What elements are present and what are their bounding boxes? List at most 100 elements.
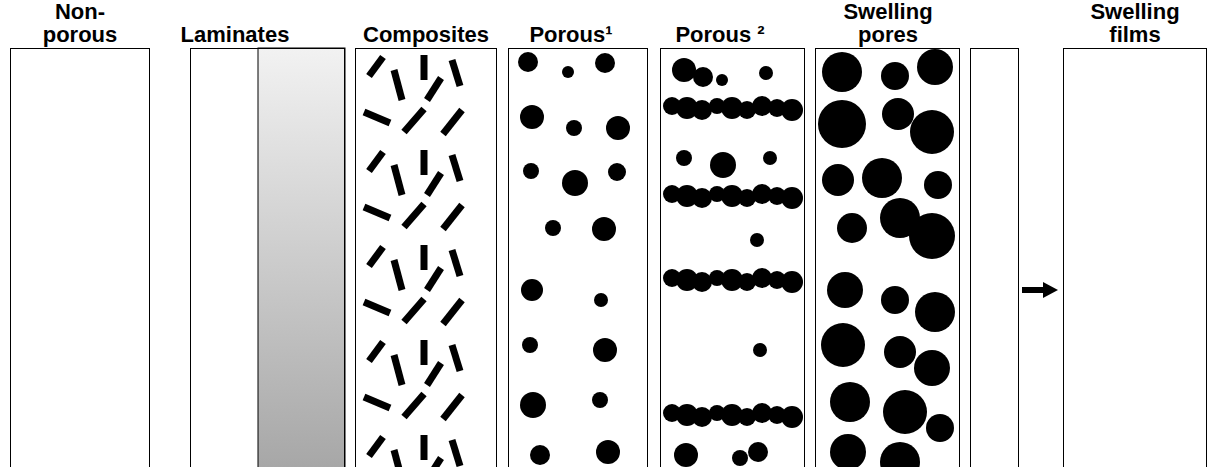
fiber-rod	[421, 150, 428, 175]
pore	[710, 152, 736, 178]
fiber-rod	[364, 112, 390, 123]
column-heading: Swelling films	[1090, 0, 1179, 47]
column-heading: Porous¹	[529, 22, 612, 47]
pore	[606, 116, 630, 140]
column-frame	[815, 48, 960, 467]
pore	[562, 170, 588, 196]
fiber-rod	[364, 397, 390, 408]
fiber-rod	[364, 302, 390, 313]
pore	[716, 74, 728, 86]
material-column: Porous ²	[660, 0, 805, 467]
pore	[520, 392, 546, 418]
pore	[748, 442, 768, 462]
pore	[781, 187, 803, 209]
fiber-rod	[427, 173, 441, 195]
pore	[881, 286, 909, 314]
column-heading: Non- porous	[43, 0, 118, 47]
column-heading: Composites	[363, 22, 489, 47]
fiber-rod	[404, 299, 424, 322]
laminate-layer	[258, 48, 345, 467]
pore	[596, 440, 620, 464]
pore	[830, 434, 866, 467]
material-column: Swelling pores	[815, 0, 960, 467]
pore	[518, 52, 538, 72]
pore	[530, 445, 550, 465]
fiber-rod	[443, 300, 462, 324]
column-frame	[190, 48, 345, 467]
pore	[759, 66, 773, 80]
pore	[880, 442, 920, 467]
fiber-rod	[427, 363, 441, 385]
fiber-rod	[452, 60, 460, 86]
transition-arrow-shaft	[1022, 287, 1046, 293]
pore	[763, 151, 777, 165]
fiber-rod	[369, 152, 383, 171]
pore	[608, 163, 626, 181]
pore	[692, 272, 712, 292]
fiber-rod	[369, 342, 383, 361]
fiber-rod	[421, 55, 428, 80]
fiber-rod	[452, 345, 460, 371]
fiber-rod	[427, 268, 441, 290]
pore	[562, 66, 574, 78]
pore	[732, 450, 748, 466]
pore	[753, 343, 767, 357]
fiber-rod	[369, 437, 383, 456]
column-frame	[10, 48, 150, 467]
column-heading: Porous ²	[675, 22, 764, 47]
pore	[592, 217, 616, 241]
pore	[781, 271, 803, 293]
pore	[594, 293, 608, 307]
fiber-rod	[404, 109, 424, 132]
material-column: Porous¹	[508, 0, 648, 467]
fiber-rod	[394, 260, 402, 290]
fiber-rod	[404, 204, 424, 227]
pore	[522, 337, 538, 353]
fiber-rod	[369, 57, 383, 76]
material-column: Composites	[355, 0, 497, 467]
pore	[692, 407, 712, 427]
fiber-rod	[452, 155, 460, 181]
fiber-rod	[443, 395, 462, 419]
fiber-rod	[394, 355, 402, 385]
column-heading: Swelling pores	[843, 0, 932, 47]
pore	[593, 338, 617, 362]
column-frame	[660, 48, 805, 467]
pore	[837, 213, 867, 243]
pore	[692, 100, 712, 120]
fiber-rod	[427, 458, 441, 467]
pore	[883, 390, 927, 434]
fiber-rod	[452, 440, 460, 466]
pore	[595, 53, 615, 73]
pore	[520, 105, 544, 129]
fiber-rod	[421, 435, 428, 460]
material-column: Swelling films	[1063, 0, 1207, 467]
pore	[676, 150, 692, 166]
pore	[827, 272, 863, 308]
pore	[692, 188, 712, 208]
column-frame	[355, 48, 497, 467]
pore	[924, 171, 952, 199]
pore	[884, 336, 916, 368]
fiber-rod	[394, 70, 402, 100]
pore	[822, 164, 854, 196]
pore	[821, 323, 865, 367]
fiber-rod	[443, 205, 462, 229]
fiber-rod	[394, 450, 402, 467]
pore	[693, 67, 713, 87]
pore	[566, 120, 582, 136]
pore	[818, 100, 866, 148]
pore	[592, 392, 608, 408]
fiber-rod	[427, 78, 441, 100]
material-column: Non- porous	[10, 0, 150, 467]
empty-film-frame	[971, 49, 1019, 467]
pore	[881, 62, 909, 90]
column-frame	[508, 48, 648, 467]
fiber-rod	[394, 165, 402, 195]
fiber-rod	[364, 207, 390, 218]
column-heading: Laminates	[181, 22, 290, 47]
column-frame	[1063, 48, 1207, 467]
pore	[674, 443, 698, 467]
pore	[917, 49, 953, 85]
pore	[830, 382, 870, 422]
